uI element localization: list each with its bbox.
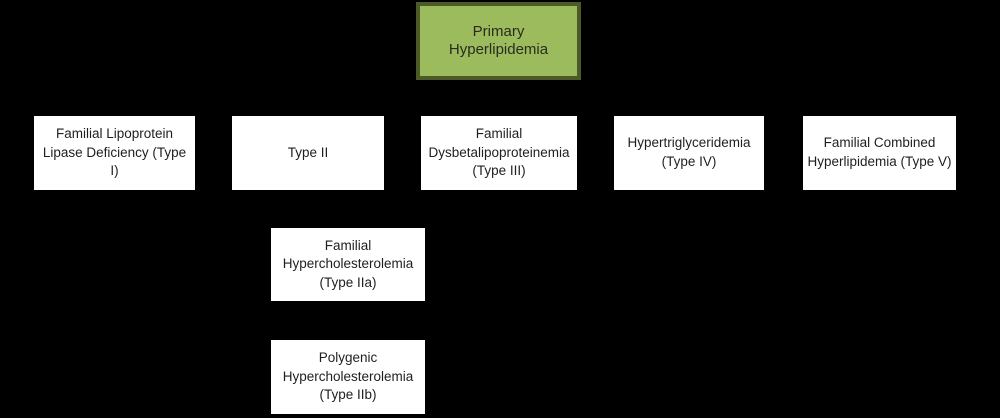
node-label: Familial Hypercholesterolemia (Type IIa) (282, 237, 414, 290)
node-hypertriglyceridemia-type-iv: Hypertriglyceridemia (Type IV) (614, 116, 764, 190)
node-label: Primary Hyperlipidemia (448, 23, 549, 58)
node-familial-lipoprotein-lipase-deficiency-type-i: Familial Lipoprotein Lipase Deficiency (… (34, 116, 195, 190)
node-familial-dysbetalipoproteinemia-type-iii: Familial Dysbetalipoproteinemia (Type II… (421, 116, 577, 190)
node-familial-hypercholesterolemia-type-iia: Familial Hypercholesterolemia (Type IIa) (271, 228, 425, 301)
node-label: Familial Combined Hyperlipidemia (Type V… (807, 135, 952, 169)
node-familial-combined-hyperlipidemia-type-v: Familial Combined Hyperlipidemia (Type V… (803, 116, 956, 190)
node-type-ii: Type II (232, 116, 384, 190)
node-label: Hypertriglyceridemia (Type IV) (627, 135, 751, 169)
node-label: Polygenic Hypercholesterolemia (Type IIb… (282, 350, 414, 403)
node-label: Familial Lipoprotein Lipase Deficiency (… (42, 126, 187, 179)
node-polygenic-hypercholesterolemia-type-iib: Polygenic Hypercholesterolemia (Type IIb… (271, 340, 425, 414)
node-primary-hyperlipidemia: Primary Hyperlipidemia (416, 2, 581, 80)
node-label: Type II (287, 144, 329, 160)
node-label: Familial Dysbetalipoproteinemia (Type II… (428, 126, 570, 179)
